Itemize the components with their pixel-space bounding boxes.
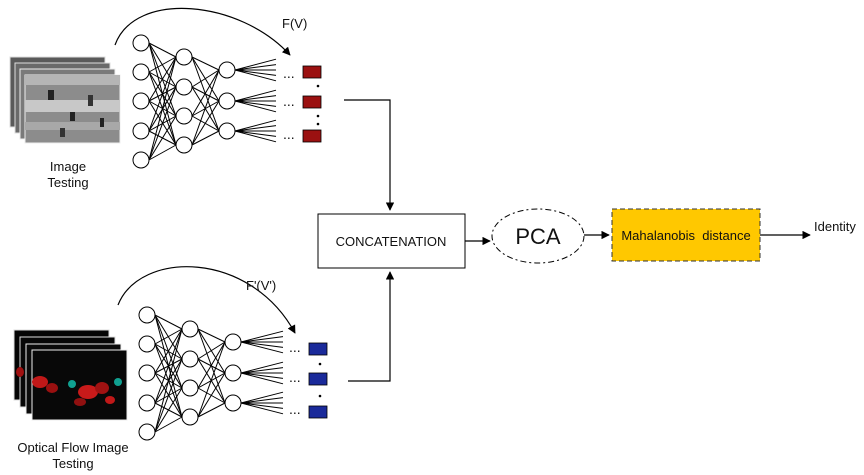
top-feature-block-1 (302, 65, 322, 79)
bottom-feature-arrow (117, 266, 296, 334)
top-dots-1: ... (283, 65, 295, 81)
bottom-feature-block-3 (308, 405, 328, 419)
image-testing-label-line2: Testing (47, 175, 88, 190)
neuron (138, 423, 156, 441)
image-testing-label-line1: Image (50, 159, 86, 174)
neuron (175, 78, 193, 96)
top-feature-block-2 (302, 95, 322, 109)
neuron (138, 394, 156, 412)
neuron (132, 151, 150, 169)
image-testing-stack (9, 56, 121, 144)
neuron (181, 379, 199, 397)
pca-ellipse (491, 208, 585, 264)
top-feature-label: F(V) (282, 16, 307, 31)
neuron (224, 394, 242, 412)
neuron (175, 136, 193, 154)
neuron (181, 408, 199, 426)
identity-label: Identity (814, 219, 856, 234)
neuron (132, 34, 150, 52)
neuron (218, 122, 236, 140)
neuron (218, 92, 236, 110)
neuron (138, 364, 156, 382)
neuron (138, 306, 156, 324)
bottom-feature-block-2 (308, 372, 328, 386)
neuron (132, 122, 150, 140)
neuron (138, 335, 156, 353)
neuron (181, 320, 199, 338)
optical-flow-label-line2: Testing (52, 456, 93, 471)
bottom-dots-3: ... (289, 401, 301, 417)
top-neural-network (132, 34, 277, 169)
mahalanobis-box (611, 208, 761, 262)
neuron (175, 107, 193, 125)
concatenation-label: CONCATENATION (336, 234, 447, 249)
neuron (132, 92, 150, 110)
neuron (224, 333, 242, 351)
top-to-concat-arrow (344, 99, 395, 211)
concatenation-box (317, 213, 466, 269)
neuron (218, 61, 236, 79)
pca-label: PCA (515, 224, 561, 249)
neuron (175, 48, 193, 66)
optical-flow-label-line1: Optical Flow Image (17, 440, 128, 455)
top-feature-block-3 (302, 129, 322, 143)
bottom-to-concat-arrow (348, 271, 395, 382)
top-dots-2: ... (283, 93, 295, 109)
top-feature-arrow (114, 7, 291, 56)
top-dots-3: ... (283, 126, 295, 142)
mahalanobis-label: Mahalanobis distance (621, 228, 750, 243)
bottom-neural-network (138, 306, 284, 441)
neuron (224, 364, 242, 382)
neuron (132, 63, 150, 81)
bottom-dots-2: ... (289, 369, 301, 385)
bottom-dots-1: ... (289, 339, 301, 355)
bottom-feature-block-1 (308, 342, 328, 356)
bottom-feature-label: F'(V') (246, 278, 276, 293)
neuron (181, 350, 199, 368)
optical-flow-stack (13, 329, 128, 421)
